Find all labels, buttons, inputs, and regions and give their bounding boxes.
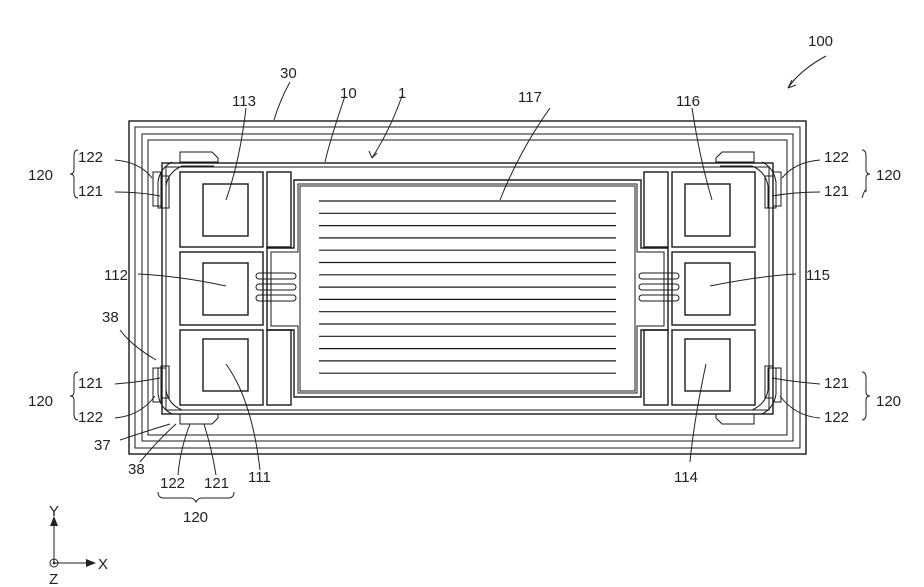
label-121-bottom: 121 bbox=[204, 475, 229, 492]
axis-x-label: X bbox=[98, 556, 108, 573]
label-37: 37 bbox=[94, 437, 111, 454]
label-116: 116 bbox=[676, 93, 700, 110]
label-114: 114 bbox=[674, 469, 698, 486]
package-frame bbox=[128, 120, 807, 455]
label-112: 112 bbox=[104, 267, 128, 284]
chip bbox=[179, 171, 756, 406]
label-120-bottom: 120 bbox=[183, 509, 208, 526]
pad-113 bbox=[202, 183, 249, 237]
pads bbox=[202, 183, 731, 392]
label-38-bottom: 38 bbox=[128, 461, 145, 478]
axis-z-label: Z bbox=[49, 571, 58, 587]
label-120-bl: 120 bbox=[28, 393, 53, 410]
leader-lines bbox=[114, 55, 827, 476]
label-30: 30 bbox=[280, 65, 297, 82]
axis-y-label: Y bbox=[49, 503, 59, 520]
braces bbox=[69, 149, 871, 504]
label-122-br: 122 bbox=[824, 409, 849, 426]
z-axis-out-icon bbox=[49, 558, 59, 568]
labels: 100 30 10 1 113 117 116 122 121 120 122 … bbox=[28, 33, 901, 526]
corner-connectors bbox=[152, 151, 782, 425]
label-10: 10 bbox=[340, 85, 357, 102]
pad-112 bbox=[202, 262, 249, 316]
label-122-tl: 122 bbox=[78, 149, 103, 166]
y-arrow-head-icon bbox=[50, 516, 58, 526]
pad-115 bbox=[684, 262, 731, 316]
label-115: 115 bbox=[806, 267, 830, 284]
slots bbox=[255, 272, 680, 302]
label-38-left: 38 bbox=[102, 309, 119, 326]
label-120-tl: 120 bbox=[28, 167, 53, 184]
label-100: 100 bbox=[808, 33, 833, 50]
label-122-tr: 122 bbox=[824, 149, 849, 166]
label-120-br: 120 bbox=[876, 393, 901, 410]
pad-111 bbox=[202, 338, 249, 392]
axis-indicator: Y X Z bbox=[49, 503, 108, 587]
label-111: 111 bbox=[248, 469, 271, 486]
label-121-tl: 121 bbox=[78, 183, 103, 200]
substrate-frame bbox=[161, 162, 774, 415]
label-121-bl: 121 bbox=[78, 375, 103, 392]
pad-116 bbox=[684, 183, 731, 237]
center-lines bbox=[319, 200, 616, 374]
label-1: 1 bbox=[398, 85, 406, 102]
label-122-bl: 122 bbox=[78, 409, 103, 426]
pad-114 bbox=[684, 338, 731, 392]
label-121-tr: 121 bbox=[824, 183, 849, 200]
x-arrow-head-icon bbox=[86, 559, 96, 567]
label-113: 113 bbox=[232, 93, 256, 110]
label-121-br: 121 bbox=[824, 375, 849, 392]
label-122-bottom: 122 bbox=[160, 475, 185, 492]
label-120-tr: 120 bbox=[876, 167, 901, 184]
label-117: 117 bbox=[518, 89, 542, 106]
